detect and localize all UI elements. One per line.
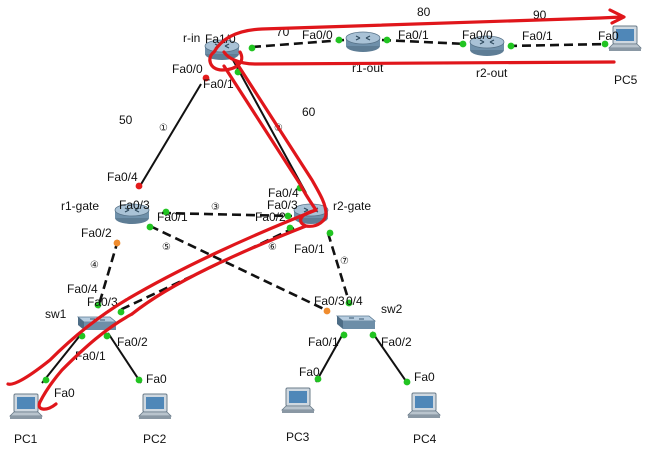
port-label: Fa0/3 — [87, 295, 118, 309]
port-label: 0/4 — [346, 294, 363, 308]
port-label: Fa0/4 — [67, 282, 98, 296]
switch-icon-sw2[interactable] — [336, 315, 376, 330]
port-label: Fa0/0 — [302, 28, 333, 42]
port-label: Fa0/0 — [462, 28, 493, 42]
pc-icon-pc2[interactable] — [138, 393, 172, 420]
link-sw1-pc2 — [107, 332, 142, 384]
link-sw2-pc3 — [315, 331, 345, 383]
link-marker: ⑤ — [162, 242, 171, 253]
device-name-sw2: sw2 — [381, 302, 403, 316]
port-label: Fa0 — [146, 372, 167, 386]
device-name-r-in: r-in — [183, 31, 200, 45]
port-label: Fa0/3 — [314, 294, 345, 308]
port-label: Fa0/1 — [157, 210, 188, 224]
port-label: Fa0 — [598, 29, 619, 43]
link-marker: ⑥ — [268, 242, 277, 253]
port-label: Fa0 — [54, 386, 75, 400]
port-label: Fa0/4 — [268, 186, 299, 200]
device-name-pc5: PC5 — [614, 73, 638, 87]
port-label: Fa0/2 — [255, 210, 286, 224]
device-name-pc3: PC3 — [286, 430, 310, 444]
route-annotation — [6, 8, 626, 411]
link-r2out-pc5 — [507, 42, 609, 48]
link-marker: ④ — [90, 260, 99, 271]
port-label: Fa0 — [414, 370, 435, 384]
device-name-pc2: PC2 — [143, 432, 167, 446]
device-name-pc4: PC4 — [413, 432, 437, 446]
device-name-r2-out: r2-out — [476, 66, 508, 80]
link-marker: ③ — [211, 202, 220, 213]
link-sw1-pc1 — [41, 332, 83, 384]
link-marker: ① — [159, 123, 168, 134]
device-name-r1-gate: r1-gate — [61, 199, 99, 213]
port-label: Fa0/1 — [308, 335, 339, 349]
link-cost-label: 50 — [119, 113, 133, 127]
pc-icon-pc1[interactable] — [9, 393, 43, 420]
link-r1gate-r2gate — [161, 211, 293, 218]
link-r2gate-sw2 — [326, 232, 352, 306]
router-icon-r1-out[interactable] — [345, 31, 381, 53]
port-label: Fa0/4 — [107, 170, 138, 184]
link-marker: ⑦ — [340, 256, 349, 267]
link-rin-r1out — [251, 38, 345, 49]
device-name-pc1: PC1 — [14, 432, 38, 446]
device-name-r2-gate: r2-gate — [333, 199, 371, 213]
port-label: Fa0/1 — [294, 242, 325, 256]
link-cost-label: 60 — [302, 105, 316, 119]
link-sw2-pc4 — [371, 331, 409, 385]
port-label: Fa0/2 — [81, 226, 112, 240]
port-label: Fa0 — [299, 365, 320, 379]
link-rin-r1gate — [139, 83, 202, 187]
port-label: Fa0/3 — [267, 198, 298, 212]
link-r1out-r2out — [381, 38, 467, 46]
link-r1gate-sw1 — [96, 239, 120, 309]
port-label: Fa0/1 — [203, 77, 234, 91]
port-label: Fa0/1 — [522, 29, 553, 43]
pc-icon-pc3[interactable] — [281, 387, 315, 414]
link-r1gate-sw2 — [149, 224, 327, 312]
device-name-sw1: sw1 — [45, 307, 67, 321]
link-cost-label: 80 — [417, 5, 431, 19]
pc-icon-pc4[interactable] — [407, 392, 441, 419]
link-rin-r2gate — [232, 59, 307, 194]
port-label: Fa0/3 — [119, 198, 150, 212]
port-label: Fa0/2 — [381, 335, 412, 349]
port-label: Fa0/1 — [398, 28, 429, 42]
port-label: Fa1/0 — [205, 32, 236, 46]
port-label: Fa0/2 — [117, 335, 148, 349]
port-label: Fa0/1 — [75, 349, 106, 363]
port-label: Fa0/0 — [172, 62, 203, 76]
